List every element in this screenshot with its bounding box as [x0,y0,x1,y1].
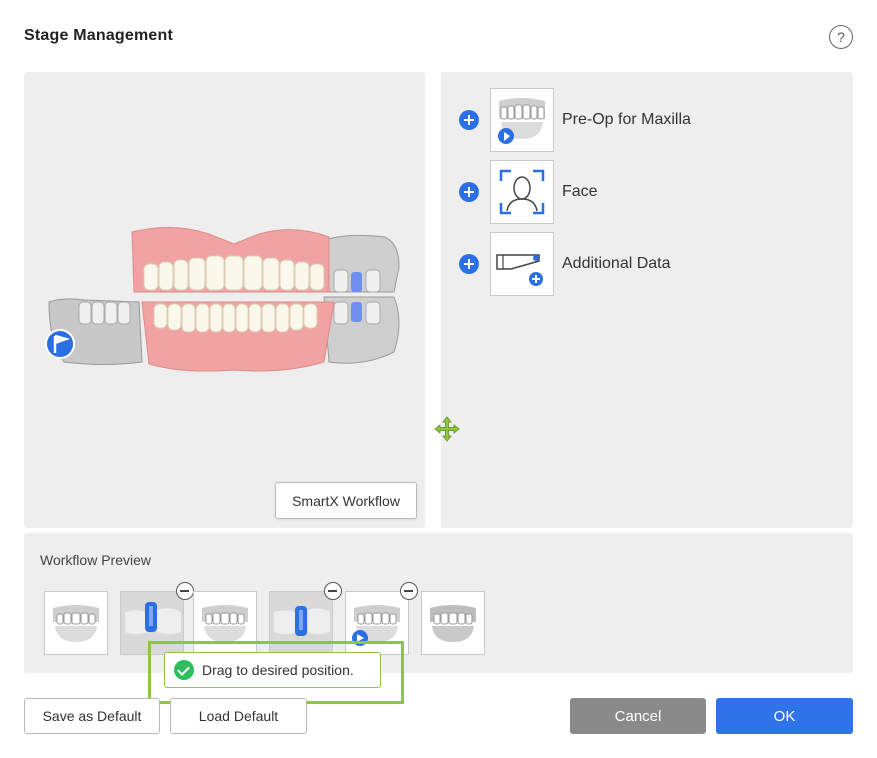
workflow-preview-panel: Workflow Preview [24,533,853,673]
drag-toast: Drag to desired position. [164,652,381,688]
save-as-default-button[interactable]: Save as Default [24,698,160,734]
load-default-button[interactable]: Load Default [170,698,307,734]
maxilla-teeth-icon [490,88,554,152]
stage-item-pre-op-maxilla[interactable]: Pre-Op for Maxilla [459,88,691,152]
face-scan-icon [490,160,554,224]
preview-item-scan-body-icon[interactable] [120,591,184,655]
preview-item-jaw-icon[interactable] [421,591,485,655]
stage-label: Pre-Op for Maxilla [562,111,691,128]
add-icon[interactable] [459,254,479,274]
check-circle-icon [174,660,194,680]
add-icon[interactable] [459,110,479,130]
help-button[interactable]: ? [829,25,853,49]
preview-item-jaw-icon[interactable] [44,591,108,655]
add-icon[interactable] [459,182,479,202]
jaw-model-image [45,226,400,372]
remove-stage-icon[interactable] [400,582,418,600]
smartx-workflow-button[interactable]: SmartX Workflow [275,482,417,519]
dialog-title: Stage Management [24,27,174,44]
scan-body-add-icon [490,232,554,296]
workflow-preview-title: Workflow Preview [40,552,151,568]
stage-item-additional-data[interactable]: Additional Data [459,232,671,296]
stage-label: Face [562,183,598,200]
model-view-panel: SmartX Workflow [24,72,425,528]
stage-label: Additional Data [562,255,671,272]
stage-list-panel: Pre-Op for Maxilla Face Additional Data [441,72,853,528]
move-cursor-icon [434,416,460,442]
toast-message: Drag to desired position. [202,662,354,678]
remove-stage-icon[interactable] [324,582,342,600]
cancel-button[interactable]: Cancel [570,698,706,734]
remove-stage-icon[interactable] [176,582,194,600]
stage-item-face[interactable]: Face [459,160,598,224]
ok-button[interactable]: OK [716,698,853,734]
preview-item-jaw-icon[interactable] [193,591,257,655]
